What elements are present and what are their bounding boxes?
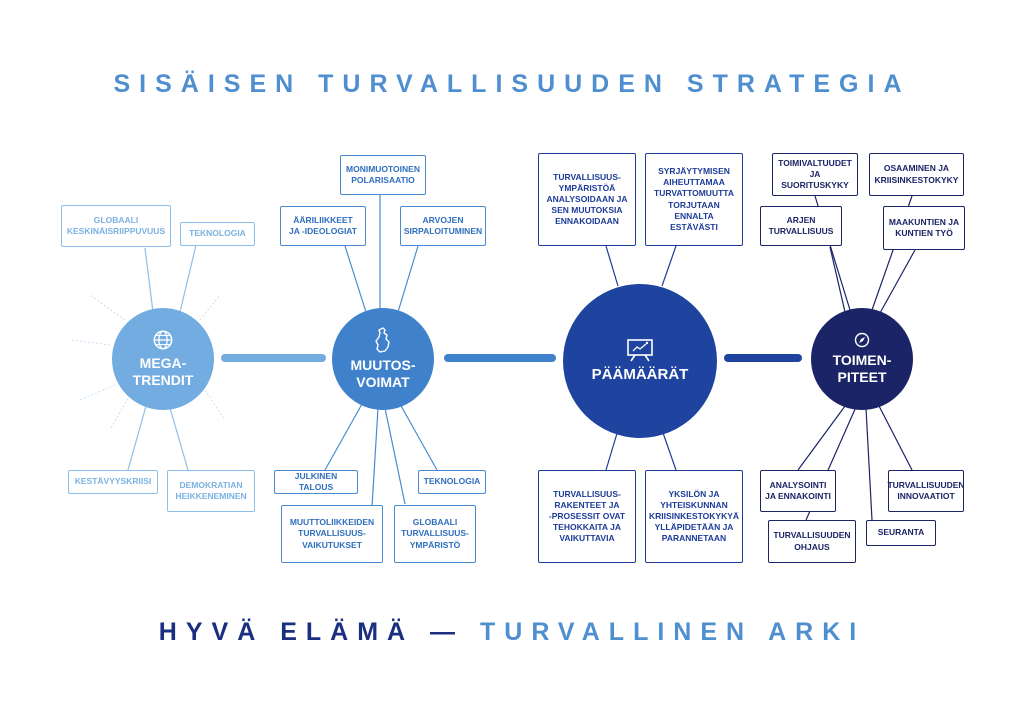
megatrend-rays — [71, 294, 226, 431]
spoke — [127, 405, 147, 471]
box-turvallisuuden-innovaatiot: TURVALLISUUDEN INNOVAATIOT — [887, 470, 965, 512]
paamaarat-spokes — [605, 245, 677, 471]
ray — [89, 294, 126, 321]
hub-toimenpiteet: TOIMEN- PITEET — [811, 308, 913, 410]
spoke — [797, 401, 849, 471]
spoke — [179, 244, 197, 313]
hub-paamaarat-label: PÄÄMÄÄRÄT — [591, 365, 689, 383]
spoke — [169, 407, 189, 471]
box-aariliikkeet: ÄÄRILIIKKEET JA -IDEOLOGIAT — [280, 206, 366, 246]
box-julkinen-talous: JULKINEN TALOUS — [274, 470, 358, 494]
box-monimuotoinen-polarisaatio: MONIMUOTOINEN POLARISAATIO — [340, 155, 426, 195]
box-turvallisuuden-ohjaus: TURVALLISUUDEN OHJAUS — [768, 520, 856, 563]
compass-icon — [854, 332, 870, 347]
footer-separator: — — [414, 618, 480, 646]
spoke — [879, 249, 916, 314]
globe-icon — [153, 330, 173, 349]
spoke — [877, 403, 913, 471]
box-osaaminen: OSAAMINEN JA KRIISINKESTOKYKY — [869, 153, 964, 196]
box-maakuntien-tyo: MAAKUNTIEN JA KUNTIEN TYÖ — [883, 206, 965, 250]
box-muuttoliikkeiden-vaikutukset: MUUTTOLIIKKEIDEN TURVALLISUUS- VAIKUTUKS… — [281, 505, 383, 563]
ray — [199, 294, 221, 321]
hub-muutosvoimat: MUUTOS- VOIMAT — [332, 308, 434, 410]
ray — [204, 389, 226, 421]
footer-part2: TURVALLINEN ARKI — [480, 618, 866, 646]
spoke — [605, 245, 619, 287]
spoke — [371, 407, 379, 508]
box-kestavyyskriisi: KESTÄVYYSKRIISI — [68, 470, 158, 494]
box-arjen-turvallisuus: ARJEN TURVALLISUUS — [760, 206, 842, 246]
spoke — [829, 246, 846, 313]
finland-map-icon — [375, 326, 390, 353]
box-globaali-keskinaisriippuvuus: GLOBAALI KESKINÄISRIIPPUVUUS — [61, 205, 171, 247]
spoke — [324, 403, 363, 471]
spoke — [661, 245, 677, 287]
ray — [109, 394, 131, 431]
hub-muutosvoimat-label: MUUTOS- VOIMAT — [350, 356, 416, 391]
presentation-board-icon — [627, 338, 653, 362]
spoke — [661, 429, 677, 471]
hub-megatrendit-label: MEGA- TRENDIT — [132, 354, 194, 389]
spoke — [399, 403, 438, 471]
ray — [79, 384, 116, 401]
spoke — [344, 245, 367, 313]
hub-megatrendit: MEGA- TRENDIT — [112, 308, 214, 410]
hub-toimenpiteet-label: TOIMEN- PITEET — [832, 351, 892, 386]
ray — [71, 339, 111, 346]
box-toimivaltuudet: TOIMIVALTUUDET JA SUORITUSKYKY — [772, 153, 858, 196]
spoke — [865, 407, 873, 521]
megatrend-spokes — [127, 244, 197, 471]
box-globaali-turvallisuusymparisto: GLOBAALI TURVALLISUUS- YMPÄRISTÖ — [394, 505, 476, 563]
spoke — [397, 245, 419, 313]
box-turvallisuusrakenteet: TURVALLISUUS- RAKENTEET JA -PROSESSIT OV… — [538, 470, 636, 563]
spoke — [384, 407, 406, 505]
footer-part1: HYVÄ ELÄMÄ — [158, 618, 415, 646]
box-syrjaytyminen-torjutaan: SYRJÄYTYMISEN AIHEUTTAMAA TURVATTOMUUTTA… — [645, 153, 743, 246]
box-teknologia-mega: TEKNOLOGIA — [180, 222, 255, 246]
spoke — [605, 429, 619, 471]
page-title: SISÄISEN TURVALLISUUDEN STRATEGIA — [113, 70, 911, 98]
box-arvojen-sirpaloituminen: ARVOJEN SIRPALOITUMINEN — [400, 206, 486, 246]
spoke — [144, 247, 154, 313]
page-footer: HYVÄ ELÄMÄ — TURVALLINEN ARKI — [0, 618, 1024, 647]
box-analysointi-ennakointi: ANALYSOINTI JA ENNAKOINTI — [760, 470, 836, 512]
box-turvallisuusymparisto-analysoidaan: TURVALLISUUS- YMPÄRISTÖÄ ANALYSOIDAAN JA… — [538, 153, 636, 246]
box-yksilon-kriisinkestokyky: YKSILÖN JA YHTEISKUNNAN KRIISINKESTOKYKY… — [645, 470, 743, 563]
box-teknologia-muutos: TEKNOLOGIA — [418, 470, 486, 494]
box-demokratian-heikkeneminen: DEMOKRATIAN HEIKKENEMINEN — [167, 470, 255, 512]
muutosvoimat-spokes — [324, 194, 438, 508]
hub-paamaarat: PÄÄMÄÄRÄT — [563, 284, 717, 438]
box-seuranta: SEURANTA — [866, 520, 936, 546]
